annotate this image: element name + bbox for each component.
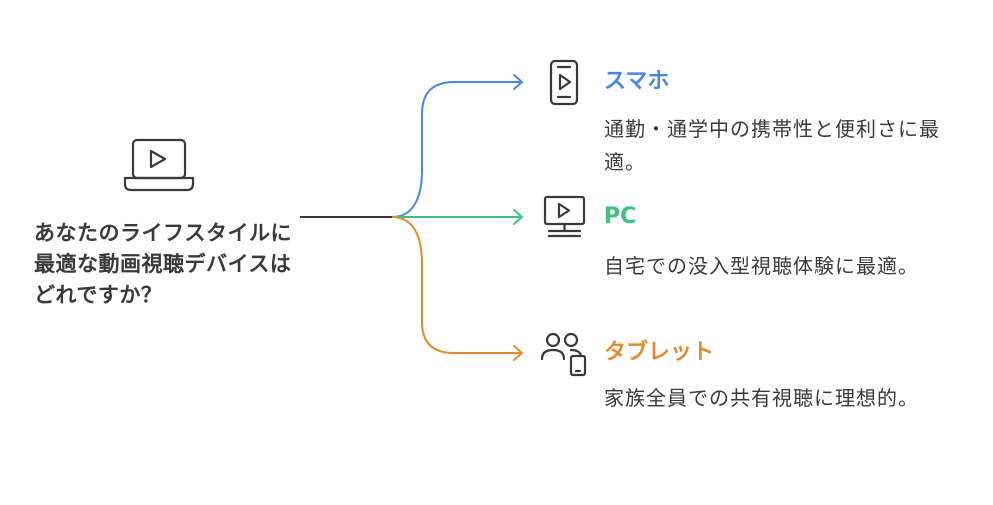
branch-arrowhead-tablet [513,345,523,361]
smartphone-play-icon [549,59,579,106]
branch-connector-tablet [391,216,521,354]
laptop-play-icon [123,138,195,192]
option-title-pc: PC [604,204,637,229]
option-description-smartphone: 通勤・通学中の携帯性と便利さに最適。 [604,117,940,174]
option-description-pc: 自宅での没入型視聴体験に最適。 [604,254,919,278]
question-text: あなたのライフスタイルに最適な動画視聴デバイスはどれですか？ [34,221,292,307]
branch-arrowhead-pc [513,209,523,225]
option-description-tablet: 家族全員での共有視聴に理想的。 [604,386,919,410]
option-title-tablet: タブレット [604,340,715,365]
branch-arrowhead-smartphone [513,74,523,90]
option-title-smartphone: スマホ [604,69,670,94]
desktop-play-icon [543,195,586,238]
branch-connector-smartphone [391,81,521,218]
family-tablet-icon [540,332,587,377]
